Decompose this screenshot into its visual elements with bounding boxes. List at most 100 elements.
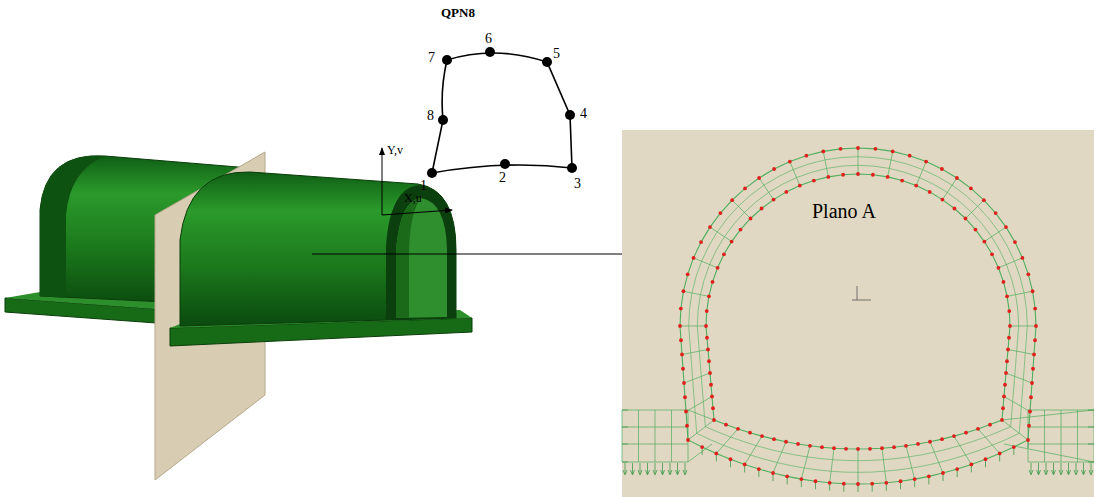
mesh-node: [788, 160, 792, 164]
mesh-line: [916, 162, 926, 186]
mesh-node: [1021, 256, 1025, 260]
mesh-node: [798, 184, 802, 188]
mesh-node: [928, 190, 932, 194]
support-arrow: [640, 463, 641, 474]
mesh-node: [678, 324, 682, 328]
support-arrow: [758, 470, 759, 477]
support-arrow: [1029, 470, 1033, 475]
mesh-line: [1004, 444, 1094, 462]
mesh-node: [1008, 324, 1012, 328]
mesh-line: [984, 227, 1006, 241]
node-number: 5: [553, 46, 560, 61]
mesh-node: [679, 307, 683, 311]
mesh-node: [868, 447, 872, 451]
support-arrow: [744, 465, 745, 472]
support-arrow: [1046, 463, 1047, 474]
mesh-line: [858, 148, 859, 174]
mesh-node: [1013, 240, 1017, 244]
mesh-node: [974, 228, 978, 232]
mesh-node: [748, 431, 752, 435]
mesh-node: [679, 338, 683, 342]
mesh-node: [814, 479, 818, 483]
mesh-node: [808, 444, 812, 448]
mesh-node: [729, 457, 733, 461]
mesh-node: [941, 471, 945, 475]
mesh-line: [682, 350, 708, 355]
mesh-line: [688, 410, 714, 420]
mesh-node: [772, 198, 776, 202]
support-arrow: [1053, 463, 1054, 474]
support-arrow: [1091, 463, 1092, 474]
mesh-ring: [697, 165, 1018, 460]
mesh-node: [784, 440, 788, 444]
mesh-node: [682, 381, 686, 385]
element-sketch: [432, 53, 572, 173]
mesh-line: [688, 410, 689, 462]
mesh-node: [997, 266, 1001, 270]
mesh-node: [804, 154, 808, 158]
mesh-node: [743, 463, 747, 467]
support-arrow: [1088, 427, 1094, 428]
mesh-node: [784, 190, 788, 194]
mesh-node: [1028, 410, 1032, 414]
mesh-node: [998, 452, 1002, 456]
mesh-node: [969, 187, 973, 191]
mesh-node: [785, 474, 789, 478]
mesh-node: [924, 160, 928, 164]
mesh-node: [714, 452, 718, 456]
support-arrow: [815, 482, 816, 489]
mesh-node: [1027, 424, 1031, 428]
node-number: 3: [574, 176, 581, 191]
mesh-line: [683, 291, 709, 296]
mesh-node: [1032, 353, 1036, 357]
mesh-line: [1002, 410, 1094, 420]
mesh-node: [916, 442, 920, 446]
mesh-node: [700, 445, 704, 449]
support-arrow: [1088, 444, 1094, 445]
axis-label: X,u: [404, 192, 422, 205]
mesh-line: [978, 429, 1000, 454]
mesh-node: [1005, 294, 1009, 298]
support-arrow: [623, 470, 627, 475]
mesh-node: [710, 395, 714, 399]
support-arrow: [622, 410, 628, 411]
support-arrow: [1083, 463, 1084, 474]
mesh-node: [988, 423, 992, 427]
mesh-node: [736, 427, 740, 431]
mesh-node: [683, 395, 687, 399]
support-arrow: [1068, 463, 1069, 474]
mesh-line: [732, 200, 750, 218]
mesh-node: [856, 482, 860, 486]
mesh-line: [930, 442, 943, 473]
support-arrow: [1088, 462, 1094, 463]
mesh-node: [757, 467, 761, 471]
mesh-line: [680, 326, 706, 327]
mesh-node: [799, 477, 803, 481]
support-arrow: [1037, 470, 1041, 475]
mesh-node: [955, 467, 959, 471]
mesh-ring: [689, 157, 1028, 473]
support-arrow: [622, 444, 628, 445]
mesh-node: [680, 353, 684, 357]
mesh-node: [685, 424, 689, 428]
mesh-line: [1007, 291, 1033, 296]
mesh-line: [942, 178, 956, 200]
support-arrow: [858, 485, 859, 492]
mesh-node: [886, 175, 890, 179]
mesh-node: [953, 207, 957, 211]
mesh-node: [955, 176, 959, 180]
support-arrow: [985, 460, 986, 467]
mesh-node: [969, 463, 973, 467]
support-arrow: [638, 470, 642, 475]
mesh-node: [856, 146, 860, 150]
support-arrow: [622, 462, 628, 463]
support-arrow: [647, 463, 648, 474]
mesh-node: [686, 272, 690, 276]
mesh-node: [699, 240, 703, 244]
mesh-node: [771, 471, 775, 475]
mesh-node: [976, 427, 980, 431]
support-arrow: [702, 448, 703, 455]
mesh-node: [914, 184, 918, 188]
support-arrow: [677, 463, 678, 474]
